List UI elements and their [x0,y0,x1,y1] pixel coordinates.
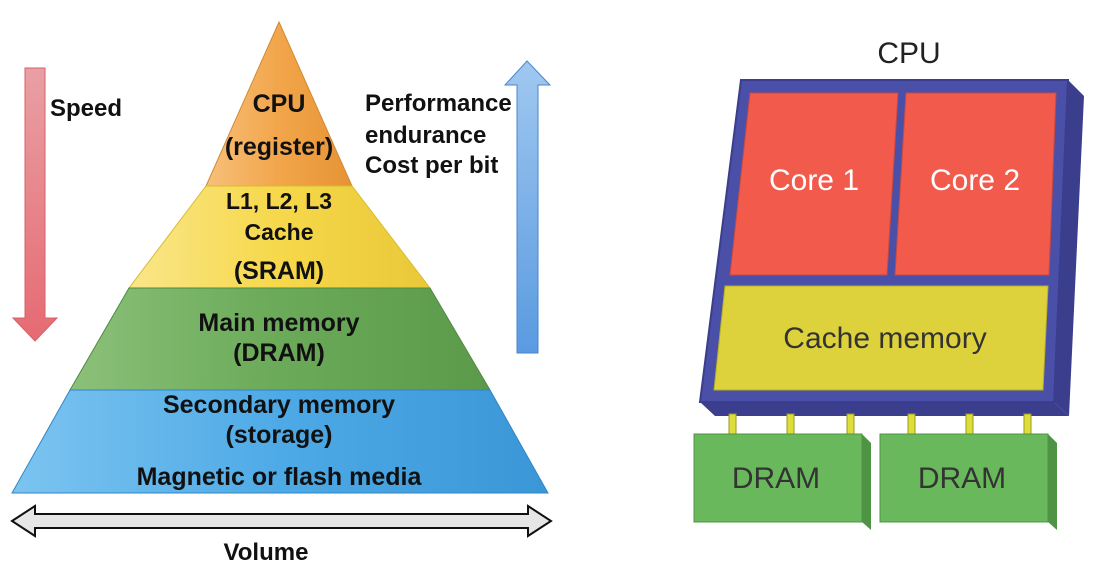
performance-arrow-icon [503,60,552,354]
cpu-tier-label: CPU [253,90,306,118]
performance-label: Performance [365,90,512,117]
speed-label: Speed [50,95,122,122]
dram-1-label: DRAM [732,462,820,495]
endurance-label: endurance [365,122,486,149]
cache-memory-label: Cache memory [783,322,986,355]
core-1-block [729,92,899,276]
core-2-label: Core 2 [930,164,1020,197]
volume-arrow-icon [10,504,553,538]
dram-2-block [879,433,1049,523]
cache-memory-block [713,285,1049,391]
cache-tier-label: L1, L2, L3 [226,188,332,214]
dram-2-side [1048,434,1057,530]
cpu-chip-title: CPU [877,37,940,70]
cost-per-bit-label: Cost per bit [365,152,498,179]
pyramid-tier-secondary-memory [11,389,549,494]
cache-tier-type: (SRAM) [234,257,324,285]
main-memory-type: (DRAM) [233,339,325,367]
secondary-memory-label: Secondary memory [163,391,395,419]
secondary-memory-media: Magnetic or flash media [137,463,423,491]
chip-side-shade [1054,80,1084,416]
memory-pyramid: CPU (register) L1, L2, L3 Cache (SRAM) M… [11,20,549,494]
cpu-chip-diagram: CPU Core 1 Core 2 Cache memory DRAM DRAM [693,37,1084,530]
volume-label: Volume [224,539,309,566]
speed-arrow-icon [11,67,59,342]
cpu-tier-sublabel: (register) [225,133,333,161]
cache-tier-sublabel: Cache [244,219,313,245]
core-2-block [894,92,1057,276]
main-memory-label: Main memory [198,309,359,337]
dram-1-side [862,434,871,530]
core-1-label: Core 1 [769,164,859,197]
dram-2-label: DRAM [918,462,1006,495]
secondary-memory-sublabel: (storage) [226,421,333,449]
dram-1-block [693,433,863,523]
chip-bottom-shade [700,402,1069,416]
chip-pins [728,413,1032,437]
